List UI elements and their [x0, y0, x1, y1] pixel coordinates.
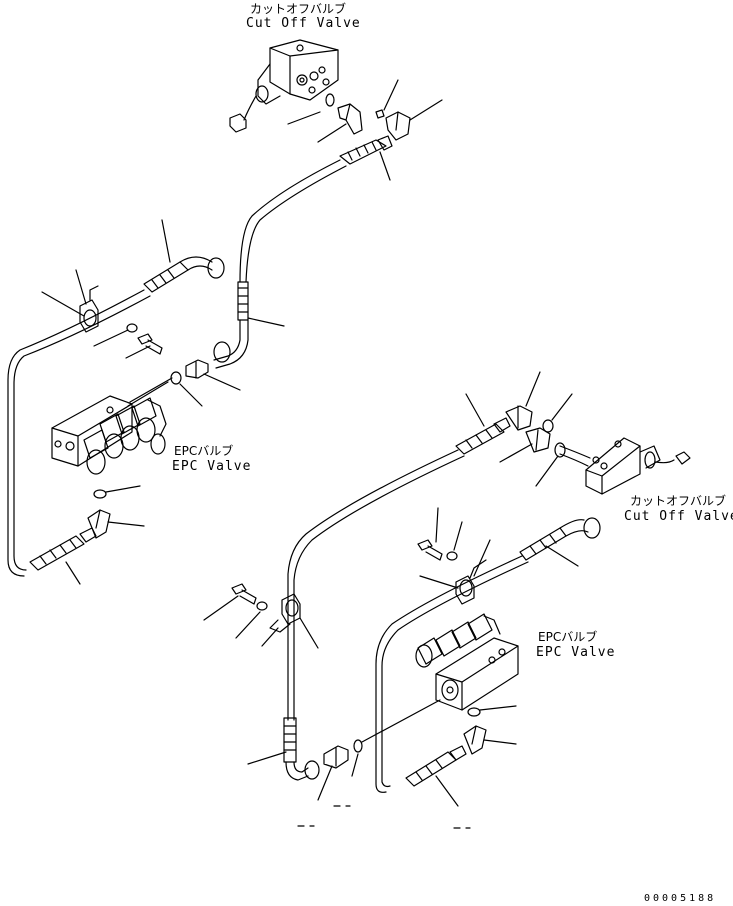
- right-upper-hose: [376, 508, 600, 792]
- left-epc-label-jp: EPCバルブ: [174, 444, 234, 458]
- top-valve-label-en: Cut Off Valve: [246, 16, 361, 31]
- bottom-tick-marks: [298, 806, 470, 828]
- left-lower-hose: [30, 510, 144, 584]
- right-valve-label-en: Cut Off Valve: [624, 509, 733, 524]
- mid-left-hose: [128, 282, 284, 406]
- lower-center-hose: [248, 700, 440, 800]
- right-valve-label-jp: カットオフバルブ: [630, 494, 727, 508]
- top-cut-off-valve: [230, 40, 442, 142]
- top-hose: [240, 136, 392, 282]
- right-epc-label-jp: EPCバルブ: [538, 630, 598, 644]
- left-upper-hose: [8, 220, 224, 576]
- right-epc-valve: [416, 614, 518, 716]
- drawing-code: 00005188: [644, 893, 717, 904]
- center-clamp: [204, 584, 318, 648]
- left-epc-label-en: EPC Valve: [172, 459, 252, 474]
- left-epc-valve: [52, 396, 166, 498]
- right-epc-label-en: EPC Valve: [536, 645, 616, 660]
- right-cut-off-valve: [500, 372, 690, 494]
- right-lower-hose: [406, 726, 516, 806]
- top-valve-label-jp: カットオフバルブ: [250, 2, 347, 16]
- center-hose: [288, 394, 510, 720]
